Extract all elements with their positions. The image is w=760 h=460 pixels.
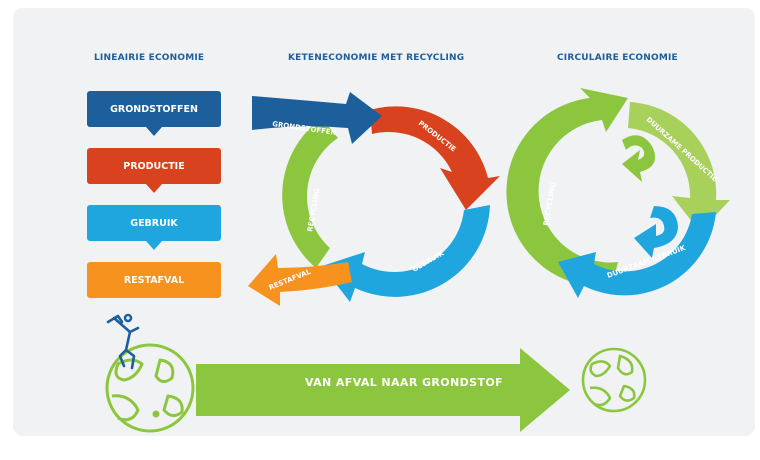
chain-restafval-arrow: [248, 254, 352, 306]
chain-recycling-arrow: [282, 118, 338, 268]
heading-linear-economy: LINEAIRIE ECONOMIE: [94, 53, 205, 63]
earth-globe-icon-left: [105, 343, 195, 433]
circular-inner-curl-blue: [634, 206, 678, 258]
earth-globe-icon-right: [581, 347, 647, 413]
heading-circular-economy: CIRCULAIRE ECONOMIE: [557, 53, 678, 63]
linear-arrow-1: [146, 127, 162, 136]
circular-gebruik-arrow: [558, 212, 716, 298]
chain-grondstoffen-arrow: [252, 92, 382, 144]
linear-step-productie: PRODUCTIE: [87, 148, 221, 184]
linear-arrow-3: [146, 241, 162, 250]
circular-productie-arrow: [628, 102, 730, 232]
chain-label-recycling: RECYCLING: [306, 187, 322, 232]
circular-inner-curl-green: [622, 135, 656, 182]
heading-chain-economy: KETENECONOMIE MET RECYCLING: [288, 53, 465, 63]
chain-gebruik-arrow: [322, 205, 490, 302]
circular-label-recycling: RECYCLING: [542, 181, 558, 226]
linear-arrow-2: [146, 184, 162, 193]
circular-recycling-arrow: [506, 88, 628, 287]
linear-step-grondstoffen: GRONDSTOFFEN: [87, 91, 221, 127]
banner-arrow: [196, 348, 570, 432]
stick-figure-icon: [106, 313, 140, 370]
linear-step-restafval: RESTAFVAL: [87, 262, 221, 298]
chain-productie-arrow: [370, 106, 500, 210]
circular-cycle: RECYCLING DUURZAME PRODUCTIE DUURZAAM GE…: [506, 88, 730, 298]
linear-step-gebruik: GEBRUIK: [87, 205, 221, 241]
banner-label: VAN AFVAL NAAR GRONDSTOF: [304, 376, 504, 389]
chain-cycle: GRONDSTOFFEN PRODUCTIE GEBRUIK RECYCLING…: [248, 92, 500, 306]
